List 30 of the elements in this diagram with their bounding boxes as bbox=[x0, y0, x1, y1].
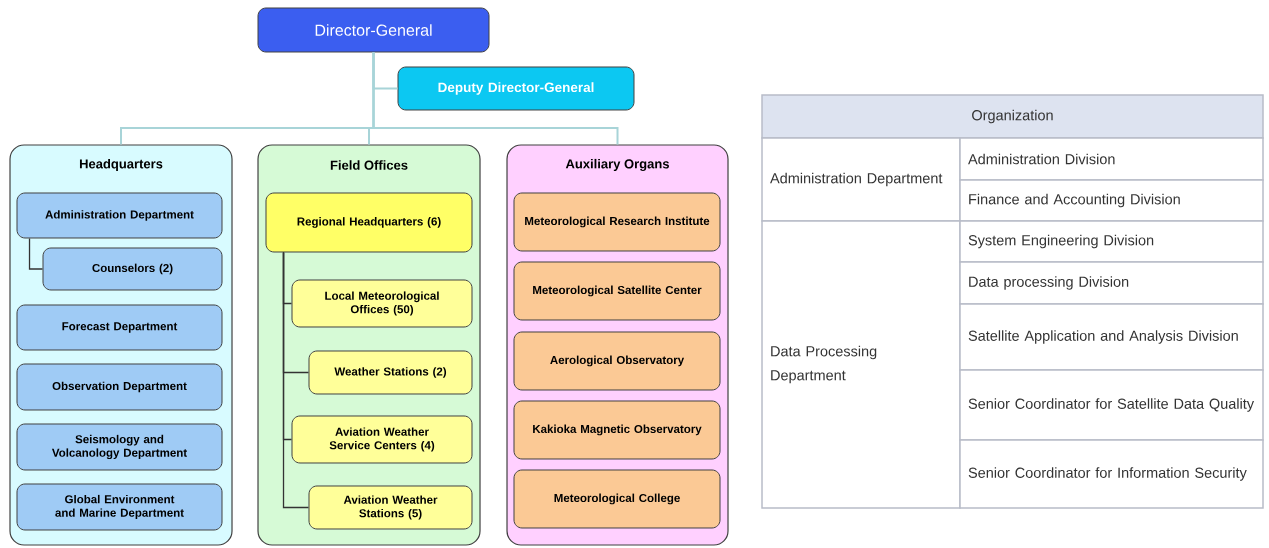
unit-box: Aviation Weather Stations (5) bbox=[308, 485, 473, 530]
title-box: Deputy Director-General bbox=[397, 66, 635, 111]
unit-box: Meteorological College bbox=[513, 469, 721, 529]
unit-box: Global Environment and Marine Department bbox=[16, 483, 223, 531]
unit-box: Weather Stations (2) bbox=[308, 350, 473, 395]
unit-box: Meteorological Satellite Center bbox=[513, 261, 721, 321]
title-box: Director-General bbox=[257, 7, 490, 53]
unit-box: Meteorological Research Institute bbox=[513, 192, 721, 252]
table-cell: Data processing Division bbox=[959, 261, 1264, 305]
table-header: Organization bbox=[761, 94, 1264, 139]
table-cell: Finance and Accounting Division bbox=[959, 179, 1264, 222]
unit-box: Regional Headquarters (6) bbox=[265, 192, 473, 253]
unit-box: Administration Department bbox=[16, 192, 223, 239]
table-cell: Senior Coordinator for Satellite Data Quality bbox=[959, 369, 1264, 441]
unit-box: Aerological Observatory bbox=[513, 331, 721, 391]
unit-box: Aviation Weather Service Centers (4) bbox=[291, 415, 473, 464]
table-cell: Administration Division bbox=[959, 137, 1264, 181]
connector-line bbox=[282, 251, 310, 509]
connector-line bbox=[372, 51, 619, 146]
unit-box: Forecast Department bbox=[16, 304, 223, 351]
table-cell: Senior Coordinator for Information Security bbox=[959, 439, 1264, 509]
unit-box: Local Meteorological Offices (50) bbox=[291, 279, 473, 328]
connector-line bbox=[28, 237, 44, 270]
unit-box: Counselors (2) bbox=[42, 247, 223, 291]
unit-box: Observation Department bbox=[16, 363, 223, 411]
table-cell: System Engineering Division bbox=[959, 220, 1264, 263]
unit-box: Kakioka Magnetic Observatory bbox=[513, 400, 721, 460]
table-cell: Satellite Application and Analysis Division bbox=[959, 303, 1264, 371]
table-cell: Administration Department bbox=[761, 137, 961, 222]
unit-box: Seismology and Volcanology Department bbox=[16, 423, 223, 471]
